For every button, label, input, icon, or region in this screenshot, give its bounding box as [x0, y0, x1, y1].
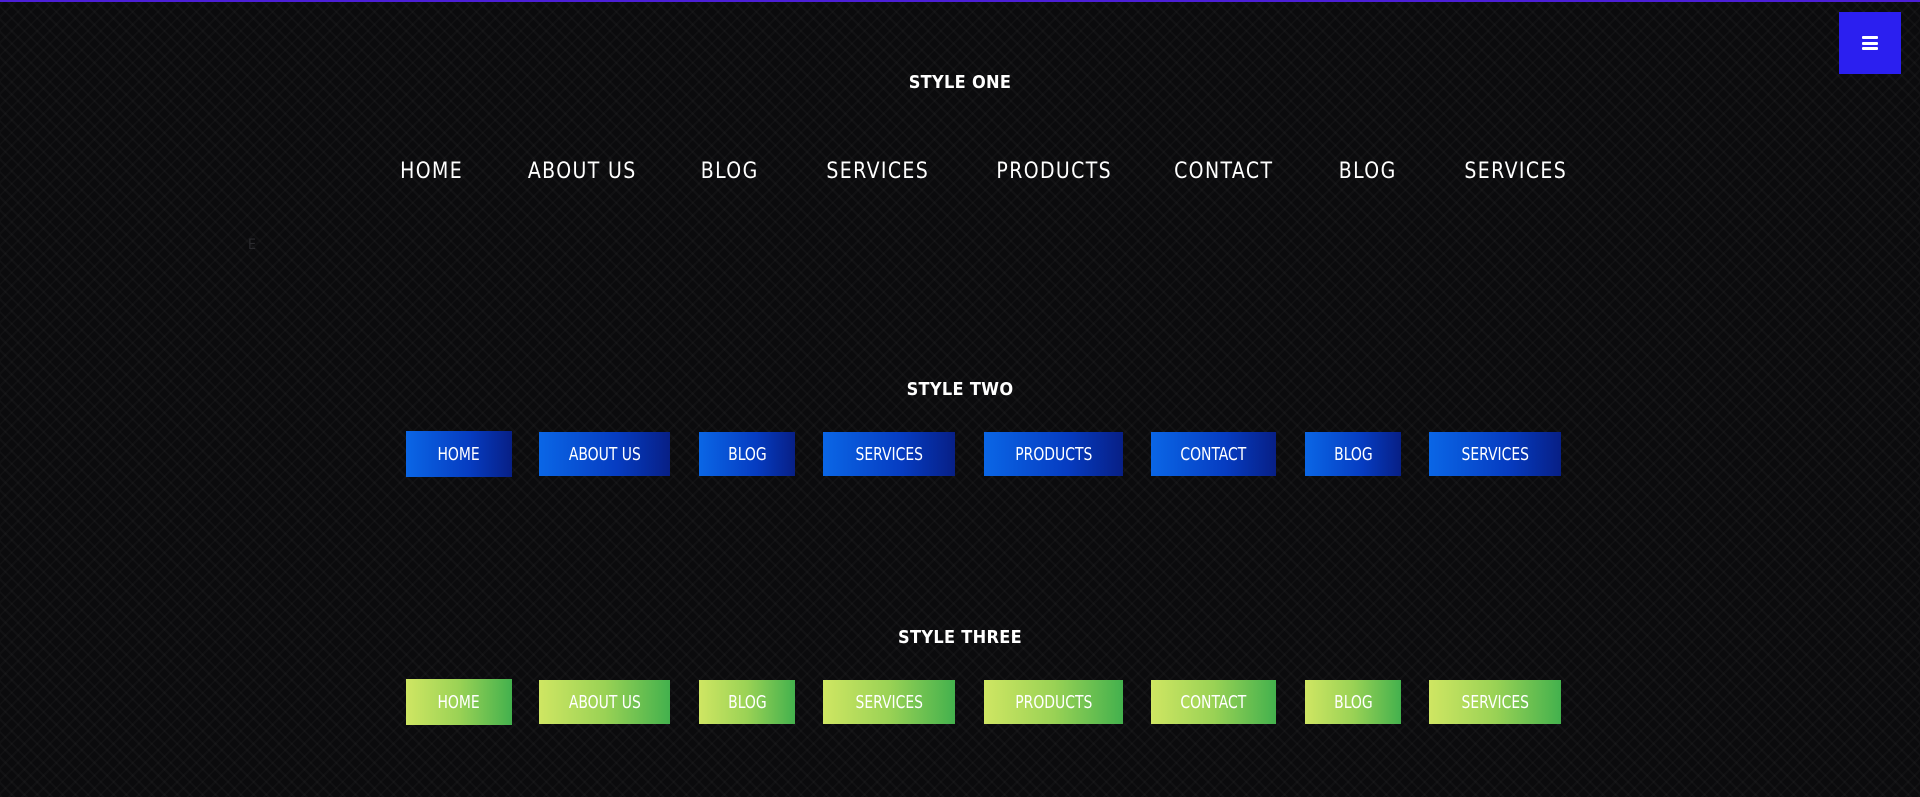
nav-button-label: SERVICES	[1461, 443, 1529, 465]
nav-button-blog[interactable]: BLOG	[699, 680, 795, 724]
nav-button-services[interactable]: SERVICES	[1429, 432, 1561, 476]
style-three-title: STYLE THREE	[898, 627, 1022, 648]
nav-link-label: ABOUT US	[527, 158, 637, 184]
nav-link-blog[interactable]: BLOG	[1336, 148, 1400, 194]
nav-link-services[interactable]: SERVICES	[824, 148, 932, 194]
nav-button-services[interactable]: SERVICES	[823, 432, 955, 476]
style-one-nav: HOME ABOUT US BLOG SERVICES PRODUCTS CON…	[0, 148, 1920, 194]
nav-button-label: PRODUCTS	[1014, 691, 1093, 713]
nav-button-about-us[interactable]: ABOUT US	[539, 680, 670, 724]
nav-button-contact[interactable]: CONTACT	[1151, 680, 1276, 724]
style-two-title: STYLE TWO	[906, 379, 1014, 400]
nav-button-label: SERVICES	[855, 691, 923, 713]
nav-button-contact[interactable]: CONTACT	[1151, 432, 1276, 476]
nav-button-label: BLOG	[727, 443, 767, 465]
nav-button-label: PRODUCTS	[1014, 443, 1093, 465]
nav-button-label: HOME	[437, 443, 481, 465]
top-accent-line	[0, 0, 1920, 2]
nav-button-home[interactable]: HOME	[406, 431, 512, 477]
faint-text: E	[248, 237, 256, 253]
nav-button-products[interactable]: PRODUCTS	[984, 680, 1123, 724]
nav-button-services[interactable]: SERVICES	[1429, 680, 1561, 724]
style-one-title: STYLE ONE	[908, 72, 1012, 93]
style-three-nav: HOME ABOUT US BLOG SERVICES PRODUCTS CON…	[0, 679, 1920, 725]
nav-link-label: SERVICES	[826, 158, 930, 184]
nav-link-products[interactable]: PRODUCTS	[996, 148, 1112, 194]
nav-button-label: ABOUT US	[568, 443, 641, 465]
nav-link-label: CONTACT	[1174, 158, 1274, 184]
nav-link-label: HOME	[400, 158, 464, 184]
nav-link-about-us[interactable]: ABOUT US	[528, 148, 636, 194]
nav-button-home[interactable]: HOME	[406, 679, 512, 725]
hamburger-icon	[1862, 36, 1878, 50]
nav-button-label: BLOG	[1333, 691, 1373, 713]
nav-link-label: BLOG	[1339, 158, 1397, 184]
nav-link-label: SERVICES	[1464, 158, 1568, 184]
nav-button-label: CONTACT	[1180, 443, 1247, 465]
nav-link-services[interactable]: SERVICES	[1462, 148, 1570, 194]
nav-link-contact[interactable]: CONTACT	[1174, 148, 1274, 194]
nav-button-label: ABOUT US	[568, 691, 641, 713]
nav-link-label: PRODUCTS	[996, 158, 1112, 184]
nav-button-label: SERVICES	[855, 443, 923, 465]
nav-button-blog[interactable]: BLOG	[699, 432, 795, 476]
nav-button-products[interactable]: PRODUCTS	[984, 432, 1123, 476]
menu-toggle-button[interactable]	[1839, 12, 1901, 74]
style-two-nav: HOME ABOUT US BLOG SERVICES PRODUCTS CON…	[0, 431, 1920, 477]
nav-button-label: CONTACT	[1180, 691, 1247, 713]
nav-link-blog[interactable]: BLOG	[698, 148, 762, 194]
nav-button-services[interactable]: SERVICES	[823, 680, 955, 724]
nav-button-label: SERVICES	[1461, 691, 1529, 713]
nav-button-blog[interactable]: BLOG	[1305, 680, 1401, 724]
nav-button-label: BLOG	[1333, 443, 1373, 465]
nav-button-label: HOME	[437, 691, 481, 713]
nav-link-home[interactable]: HOME	[396, 148, 468, 194]
nav-button-label: BLOG	[727, 691, 767, 713]
nav-button-about-us[interactable]: ABOUT US	[539, 432, 670, 476]
nav-button-blog[interactable]: BLOG	[1305, 432, 1401, 476]
nav-link-label: BLOG	[701, 158, 759, 184]
